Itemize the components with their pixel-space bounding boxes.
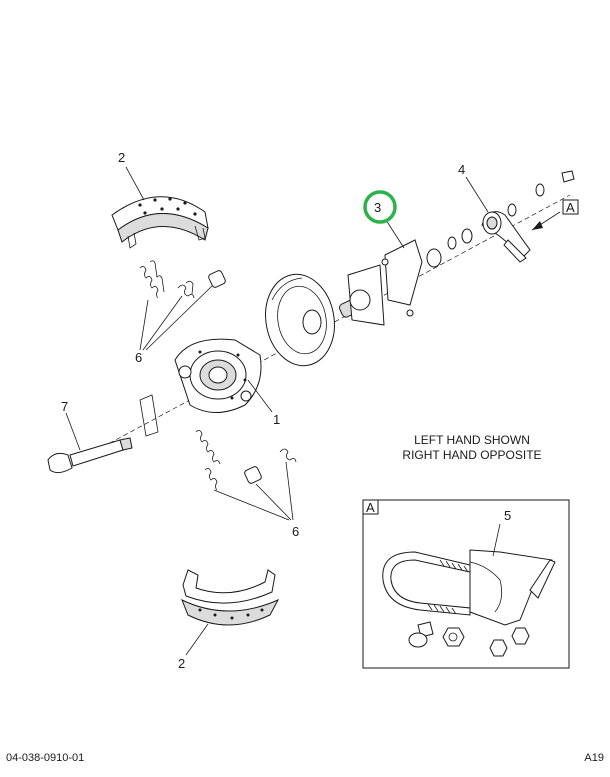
leader-2-bottom bbox=[185, 623, 209, 656]
callout-view-box: A bbox=[366, 500, 375, 515]
callout-5: 5 bbox=[504, 508, 511, 523]
springs-top bbox=[139, 260, 226, 299]
leader-6-top-b bbox=[142, 295, 183, 351]
callout-3: 3 bbox=[374, 200, 381, 215]
document-number: 04-038-0910-01 bbox=[6, 752, 85, 764]
detail-hardware bbox=[408, 621, 530, 657]
brake-shoe-bottom bbox=[181, 569, 280, 626]
callout-view-ref: A bbox=[566, 200, 575, 215]
callout-1: 1 bbox=[273, 412, 280, 427]
leader-6-bottom-c bbox=[285, 461, 294, 521]
leader-7 bbox=[65, 412, 81, 451]
callout-6-bottom: 6 bbox=[292, 524, 299, 539]
callout-6-top: 6 bbox=[135, 350, 142, 365]
note-line-1: LEFT HAND SHOWN bbox=[414, 433, 530, 447]
detail-bracket bbox=[469, 549, 556, 626]
leader-4 bbox=[465, 176, 489, 213]
leader-6-bottom-b bbox=[255, 483, 292, 521]
callout-7: 7 bbox=[61, 399, 68, 414]
slack-adjuster bbox=[481, 211, 531, 263]
leader-5 bbox=[492, 523, 501, 557]
detail-view-tab bbox=[362, 499, 379, 515]
callout-2-bottom: 2 bbox=[178, 656, 185, 671]
leader-6-bottom-a bbox=[213, 489, 290, 521]
callout-2-top: 2 bbox=[118, 150, 125, 165]
dust-shield bbox=[265, 273, 335, 367]
washers bbox=[447, 170, 575, 250]
highlight-ring-3 bbox=[363, 190, 397, 224]
leader-6-top-a bbox=[139, 299, 149, 351]
leader-2-top bbox=[125, 166, 145, 201]
leader-3 bbox=[385, 219, 405, 249]
brake-shoe-top bbox=[111, 196, 209, 249]
arrow-A-head bbox=[532, 221, 543, 230]
note-line-2: RIGHT HAND OPPOSITE bbox=[402, 448, 542, 462]
leader-1 bbox=[247, 379, 273, 413]
callout-4: 4 bbox=[458, 162, 465, 177]
leader-6-top-c bbox=[145, 285, 213, 351]
page-reference: A19 bbox=[584, 752, 604, 764]
chamber-bracket bbox=[338, 239, 442, 326]
brake-spider bbox=[174, 338, 262, 413]
view-ref-box bbox=[562, 199, 579, 215]
springs-bottom bbox=[195, 430, 297, 491]
camshaft bbox=[47, 394, 159, 474]
